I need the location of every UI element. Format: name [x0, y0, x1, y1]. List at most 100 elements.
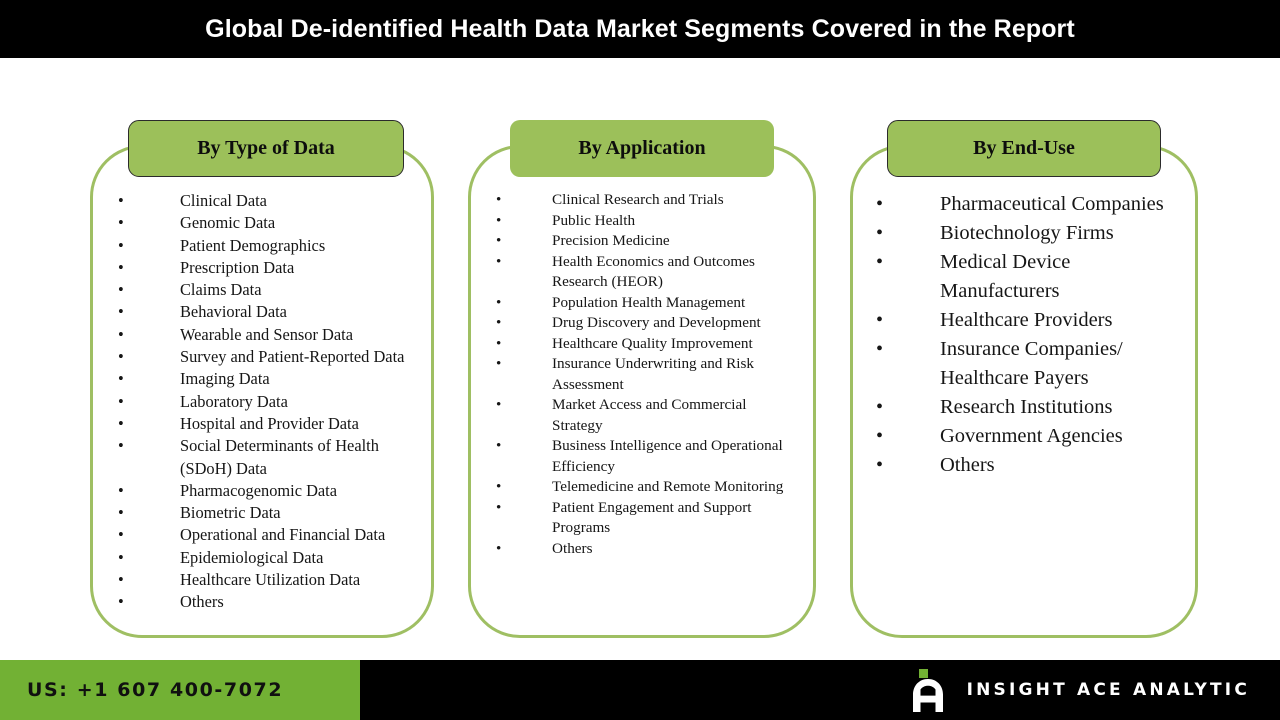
bullet-dot-icon: •: [118, 302, 124, 322]
list-item-label: Clinical Research and Trials: [552, 191, 724, 208]
bullet-dot-icon: •: [496, 437, 502, 454]
list-item: •Pharmacogenomic Data: [118, 480, 418, 502]
list-item: • Healthcare Utilization Data: [118, 569, 418, 591]
bullet-dot-icon: •: [118, 347, 124, 367]
card-header-end-use: By End-Use: [887, 120, 1161, 177]
list-item: •Research Institutions: [876, 393, 1184, 422]
bullet-dot-icon: •: [876, 338, 884, 360]
list-item: • Market Access and Commercial Strategy: [496, 395, 800, 436]
list-item-label: Healthcare Utilization Data: [180, 570, 361, 590]
list-item: •Behavioral Data: [118, 301, 418, 323]
list-item: •Pharmaceutical Companies: [876, 190, 1184, 219]
card-body-end-use: •Pharmaceutical Companies•Biotechnology …: [850, 190, 1198, 632]
bullet-dot-icon: •: [496, 396, 502, 413]
list-item-label: Claims Data: [180, 280, 262, 300]
list-item: •Drug Discovery and Development: [496, 313, 800, 334]
segment-cards-container: By Type of Data •Clinical Data•Genomic D…: [0, 58, 1280, 660]
list-item-label: Hospital and Provider Data: [180, 413, 359, 433]
bullet-list-application: •Clinical Research and Trials•Public Hea…: [496, 190, 800, 559]
bullet-dot-icon: •: [496, 232, 502, 249]
list-item: • Laboratory Data: [118, 391, 418, 413]
footer-contact-panel: [0, 660, 360, 720]
list-item: • Health Economics and Outcomes Research …: [496, 252, 800, 293]
list-item-label: Healthcare Providers: [940, 309, 1113, 331]
title-band: Global De-identified Health Data Market …: [0, 0, 1280, 58]
list-item: •Medical Device Manufacturers: [876, 248, 1184, 306]
insightace-a-logo-icon: [911, 668, 945, 712]
list-item: • Telemedicine and Remote Monitoring: [496, 477, 800, 498]
list-item-label: Pharmaceutical Companies: [940, 193, 1164, 215]
bullet-dot-icon: •: [876, 309, 884, 331]
bullet-dot-icon: •: [876, 425, 884, 447]
card-title-label: By Application: [578, 137, 706, 159]
bullet-dot-icon: •: [118, 570, 124, 590]
list-item-label: Genomic Data: [180, 213, 276, 233]
bullet-dot-icon: •: [118, 191, 124, 210]
list-item-label: Public Health: [552, 211, 636, 229]
list-item: •Wearable and Sensor Data: [118, 324, 418, 346]
list-item: •Healthcare Quality Improvement: [496, 334, 800, 355]
card-header-application: By Application: [510, 120, 774, 177]
list-item: • Business Intelligence and Operational E…: [496, 436, 800, 477]
list-item: •Clinical Data: [118, 190, 418, 212]
list-item: • Social Determinants of Health (SDoH) Da…: [118, 435, 418, 480]
card-header-type-of-data: By Type of Data: [128, 120, 404, 177]
list-item-label: Business Intelligence and Operational Ef…: [552, 437, 783, 475]
card-body-type-of-data: •Clinical Data•Genomic Data•Patient Demo…: [90, 190, 434, 632]
list-item: •Hospital and Provider Data: [118, 413, 418, 435]
list-item: •Patient Engagement and Support Programs: [496, 498, 800, 539]
list-item: •Insurance Companies/ Healthcare Payers: [876, 335, 1184, 393]
list-item-label: Biometric Data: [180, 503, 281, 523]
card-frame: [90, 145, 434, 638]
footer-bar: US: +1 607 400-7072 INSIGHT ACE ANALYTIC: [0, 660, 1280, 720]
list-item-label: Research Institutions: [940, 396, 1113, 418]
bullet-dot-icon: •: [496, 478, 502, 495]
logo-square-dot-icon: [918, 669, 928, 678]
list-item-label: Wearable and Sensor Data: [180, 324, 353, 344]
bullet-dot-icon: •: [118, 391, 124, 411]
bullet-dot-icon: •: [496, 293, 502, 311]
list-item-label: Insurance Underwriting and Risk Assessme…: [552, 355, 755, 393]
list-item-label: Prescription Data: [180, 257, 295, 277]
list-item: • Population Health Management: [496, 293, 800, 314]
bullet-list-end-use: •Pharmaceutical Companies•Biotechnology …: [876, 190, 1184, 480]
bullet-dot-icon: •: [118, 436, 124, 456]
card-frame: [468, 145, 816, 638]
list-item: • Patient Demographics: [118, 235, 418, 257]
list-item-label: Market Access and Commercial Strategy: [552, 396, 747, 434]
bullet-dot-icon: •: [496, 539, 502, 557]
list-item-label: Health Economics and Outcomes Research (…: [552, 252, 755, 291]
bullet-dot-icon: •: [496, 252, 502, 270]
list-item-label: Telemedicine and Remote Monitoring: [552, 478, 784, 495]
list-item: • Others: [876, 451, 1184, 480]
footer-phone-number: US: +1 607 400-7072: [27, 679, 284, 701]
bullet-dot-icon: •: [876, 222, 884, 244]
list-item: •Government Agencies: [876, 422, 1184, 451]
list-item: •Imaging Data: [118, 368, 418, 390]
bullet-dot-icon: •: [118, 503, 124, 523]
bullet-dot-icon: •: [118, 280, 124, 300]
list-item-label: Precision Medicine: [552, 232, 670, 249]
list-item-label: Others: [180, 592, 224, 612]
bullet-dot-icon: •: [118, 257, 124, 277]
segment-card-type-of-data: By Type of Data •Clinical Data•Genomic D…: [90, 120, 434, 638]
bullet-dot-icon: •: [118, 592, 124, 612]
list-item-label: Social Determinants of Health (SDoH) Dat…: [180, 436, 379, 478]
list-item: •Clinical Research and Trials: [496, 190, 800, 211]
list-item: • Claims Data: [118, 279, 418, 301]
bullet-dot-icon: •: [876, 454, 884, 476]
list-item-label: Laboratory Data: [180, 391, 288, 411]
bullet-dot-icon: •: [118, 369, 124, 389]
list-item: • Biometric Data: [118, 502, 418, 524]
bullet-dot-icon: •: [118, 547, 124, 567]
list-item-label: Patient Demographics: [180, 235, 326, 255]
list-item-label: Population Health Management: [552, 293, 746, 311]
bullet-dot-icon: •: [118, 480, 124, 500]
list-item: •Public Health: [496, 211, 800, 232]
list-item-label: Others: [940, 454, 995, 476]
card-body-application: •Clinical Research and Trials•Public Hea…: [468, 190, 816, 632]
bullet-dot-icon: •: [118, 235, 124, 255]
segment-card-application: By Application •Clinical Research and Tr…: [468, 120, 816, 638]
list-item-label: Healthcare Quality Improvement: [552, 334, 753, 352]
list-item: •Biotechnology Firms: [876, 219, 1184, 248]
